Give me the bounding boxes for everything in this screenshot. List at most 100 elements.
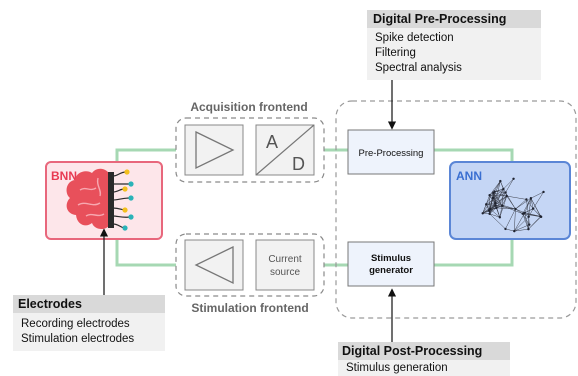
stimulation-amplifier	[184, 239, 244, 291]
network-edge	[501, 188, 504, 206]
network-edge	[530, 191, 544, 199]
network-node	[489, 207, 492, 211]
network-node	[513, 229, 516, 233]
network-node	[481, 212, 484, 215]
acquisition-amplifier	[184, 124, 244, 176]
network-node	[488, 212, 491, 216]
network-node	[504, 191, 507, 194]
acquisition-frontend-label: Acquisition frontend	[190, 100, 307, 114]
network-edge	[489, 213, 506, 230]
network-edge	[495, 205, 516, 210]
network-node	[500, 204, 504, 207]
bnn-label: BNN	[51, 169, 77, 183]
network-node	[488, 194, 491, 197]
bnn-block: BNN	[45, 161, 163, 240]
network-node	[485, 203, 488, 206]
digital-pre-processing-title: Digital Pre-Processing	[367, 10, 541, 28]
network-edge	[505, 178, 514, 193]
network-edge	[495, 181, 501, 204]
network-edge	[489, 197, 494, 210]
network-edge	[528, 216, 530, 225]
network-edge	[496, 207, 516, 210]
network-edge	[506, 195, 527, 200]
ad-converter: A D	[255, 124, 315, 176]
network-edge	[514, 208, 516, 232]
network-edge	[501, 195, 507, 206]
digital-post-processing-title: Digital Post-Processing	[338, 342, 510, 360]
network-edge	[492, 197, 503, 206]
network-edge	[499, 195, 507, 218]
neural-network-icon	[481, 177, 545, 233]
current-source-line2: source	[270, 267, 300, 278]
network-edge	[489, 180, 501, 196]
network-node	[504, 227, 507, 231]
network-edge	[505, 208, 516, 230]
network-edge	[522, 198, 532, 214]
electrodes-item: Stimulation electrodes	[21, 333, 135, 345]
network-node	[527, 227, 530, 231]
network-edge	[499, 205, 503, 218]
network-edge	[515, 208, 525, 214]
pre-processing-label: Pre-Processing	[359, 148, 424, 159]
network-node	[495, 206, 498, 210]
network-edge	[490, 208, 500, 218]
network-edge	[515, 208, 523, 214]
stimulus-generator-block: Stimulus generator	[347, 241, 435, 287]
network-edge	[528, 216, 542, 230]
pre-processing-item: Spike detection	[375, 32, 454, 44]
network-node	[491, 196, 495, 200]
network-node	[529, 197, 533, 200]
electrodes-item: Recording electrodes	[21, 318, 130, 330]
network-edge	[524, 212, 529, 230]
network-edge	[495, 188, 504, 206]
pre-processing-item: Filtering	[375, 47, 416, 59]
network-edge	[514, 212, 525, 232]
electrodes-items: Recording electrodes Stimulation electro…	[13, 313, 165, 351]
network-node	[539, 215, 543, 219]
current-source: Current source	[255, 239, 315, 291]
digital-post-processing-items: Stimulus generation	[338, 360, 510, 376]
network-node	[512, 177, 515, 180]
network-edge	[489, 194, 507, 197]
network-edge	[489, 207, 497, 215]
network-edge	[514, 216, 529, 232]
network-edge	[526, 199, 534, 209]
ann-block: ANN	[449, 161, 571, 240]
ad-converter-a-label: A	[266, 132, 278, 152]
network-node	[499, 179, 502, 183]
digital-pre-processing-items: Spike detection Filtering Spectral analy…	[367, 28, 541, 80]
current-source-line1: Current	[268, 254, 302, 265]
network-edge	[482, 202, 496, 214]
network-edge	[514, 228, 529, 232]
network-edge	[489, 213, 500, 218]
network-node	[527, 215, 530, 218]
network-edge	[514, 224, 530, 232]
network-node	[531, 207, 535, 210]
pre-processing-item: Spectral analysis	[375, 62, 462, 74]
network-node	[523, 211, 526, 215]
network-edge	[522, 213, 542, 218]
network-node	[494, 201, 497, 205]
network-node	[525, 198, 528, 201]
network-node	[514, 207, 517, 211]
network-node	[542, 190, 545, 194]
network-edge	[492, 181, 501, 199]
stimulation-frontend-label: Stimulation frontend	[191, 301, 308, 315]
digital-processing-group	[335, 100, 577, 319]
brain-icon	[66, 168, 114, 230]
network-edge	[503, 178, 514, 190]
network-edge	[515, 198, 532, 210]
network-edge	[528, 208, 534, 217]
network-edge	[505, 228, 515, 232]
network-edge	[522, 213, 530, 225]
network-node	[498, 216, 502, 219]
ad-converter-d-label: D	[292, 154, 305, 174]
pre-processing-block: Pre-Processing	[347, 129, 435, 175]
network-edge	[496, 192, 506, 208]
stimulus-generator-line2: generator	[369, 265, 413, 276]
network-node	[505, 194, 508, 198]
ann-label: ANN	[456, 169, 482, 183]
electrodes-title: Electrodes	[13, 295, 165, 313]
network-node	[493, 190, 496, 193]
